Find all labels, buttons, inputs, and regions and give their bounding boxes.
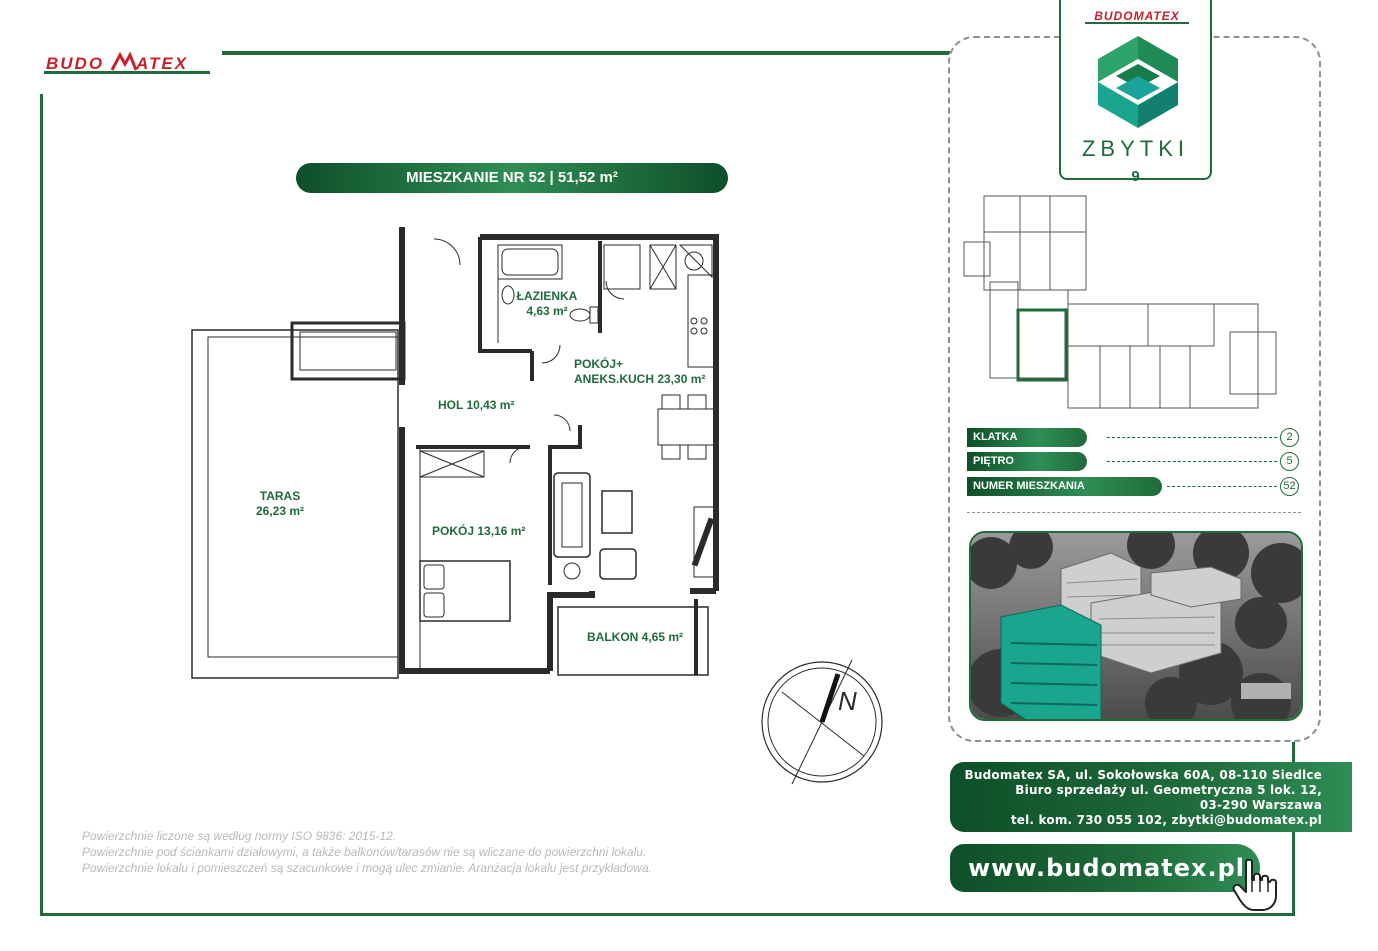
room-label-balcony: BALKON 4,65 m² [587, 630, 697, 645]
info-separator [967, 512, 1301, 513]
note-line: Powierzchnie liczone są według normy ISO… [82, 829, 397, 843]
aerial-photo [969, 531, 1303, 721]
info-label-numer: NUMER MIESZKANIA [967, 477, 1162, 496]
info-row-klatka: KLATKA 2 [967, 428, 1301, 447]
frame-left-line [40, 94, 43, 916]
contact-box: Budomatex SA, ul. Sokołowska 60A, 08-110… [950, 762, 1352, 832]
svg-text:ATEX: ATEX [135, 54, 188, 73]
info-value-klatka: 2 [1280, 428, 1299, 447]
room-name-terrace: TARAS [259, 489, 301, 503]
website-link[interactable]: www.budomatex.pl [950, 844, 1260, 892]
note-line: Powierzchnie lokalu i pomieszczeń są sza… [82, 861, 652, 875]
room-area-terrace: 26,23 m² [255, 504, 305, 518]
room-area-living: ANEKS.KUCH 23,30 m² [574, 372, 706, 386]
room-name-hall: HOL 10,43 m² [438, 398, 515, 412]
room-label-living: POKÓJ+ ANEKS.KUCH 23,30 m² [574, 357, 724, 387]
svg-text:BUDOMATEX: BUDOMATEX [1094, 9, 1179, 23]
room-name-living: POKÓJ+ [574, 357, 624, 371]
room-name-bathroom: ŁAZIENKA [516, 289, 578, 303]
room-label-terrace: TARAS 26,23 m² [240, 489, 320, 519]
project-number: 9 [1131, 168, 1140, 185]
info-label-pietro: PIĘTRO [967, 452, 1087, 471]
site-plan [963, 195, 1277, 409]
budomatex-logo: BUDO ATEX [44, 51, 210, 76]
floor-plan [191, 227, 719, 679]
apartment-title: MIESZKANIE NR 52 | 51,52 m² [406, 169, 618, 186]
info-label-klatka: KLATKA [967, 428, 1087, 447]
area-notes: Powierzchnie liczone są według normy ISO… [82, 828, 722, 876]
info-dash [1107, 461, 1277, 462]
room-label-bathroom: ŁAZIENKA 4,63 m² [512, 289, 582, 319]
room-name-balcony: BALKON 4,65 m² [587, 630, 684, 644]
hand-pointer-icon [1232, 858, 1277, 911]
room-label-bedroom: POKÓJ 13,16 m² [432, 524, 542, 539]
apartment-title-bar: MIESZKANIE NR 52 | 51,52 m² [296, 163, 728, 193]
contact-line: Budomatex SA, ul. Sokołowska 60A, 08-110… [964, 768, 1322, 782]
svg-text:BUDO: BUDO [46, 54, 104, 73]
info-row-pietro: PIĘTRO 5 [967, 452, 1301, 471]
compass-north-label: N [838, 686, 857, 716]
note-line: Powierzchnie pod ściankami działowymi, a… [82, 845, 647, 859]
room-name-bedroom: POKÓJ 13,16 m² [432, 524, 526, 538]
info-dash [1167, 486, 1277, 487]
info-value-numer: 52 [1280, 477, 1299, 496]
room-label-hall: HOL 10,43 m² [438, 398, 548, 413]
frame-bottom-line [40, 913, 1294, 916]
compass-icon: N [761, 659, 883, 785]
frame-top-line [222, 51, 950, 55]
contact-line: Biuro sprzedaży ul. Geometryczna 5 lok. … [1015, 783, 1322, 797]
info-value-pietro: 5 [1280, 452, 1299, 471]
info-row-numer: NUMER MIESZKANIA 52 [967, 477, 1301, 496]
room-area-bathroom: 4,63 m² [526, 304, 568, 318]
contact-line: 03-290 Warszawa [1199, 798, 1322, 812]
zbytki-badge: BUDOMATEX ZBYTKI 9 [1059, 0, 1212, 185]
contact-line: tel. kom. 730 055 102, zbytki@budomatex.… [1010, 813, 1322, 827]
website-url[interactable]: www.budomatex.pl [968, 854, 1245, 882]
info-dash [1107, 437, 1277, 438]
budomatex-small-logo: BUDOMATEX [1085, 9, 1189, 24]
project-name: ZBYTKI [1081, 136, 1189, 161]
zbytki-logo-icon [1098, 36, 1178, 128]
